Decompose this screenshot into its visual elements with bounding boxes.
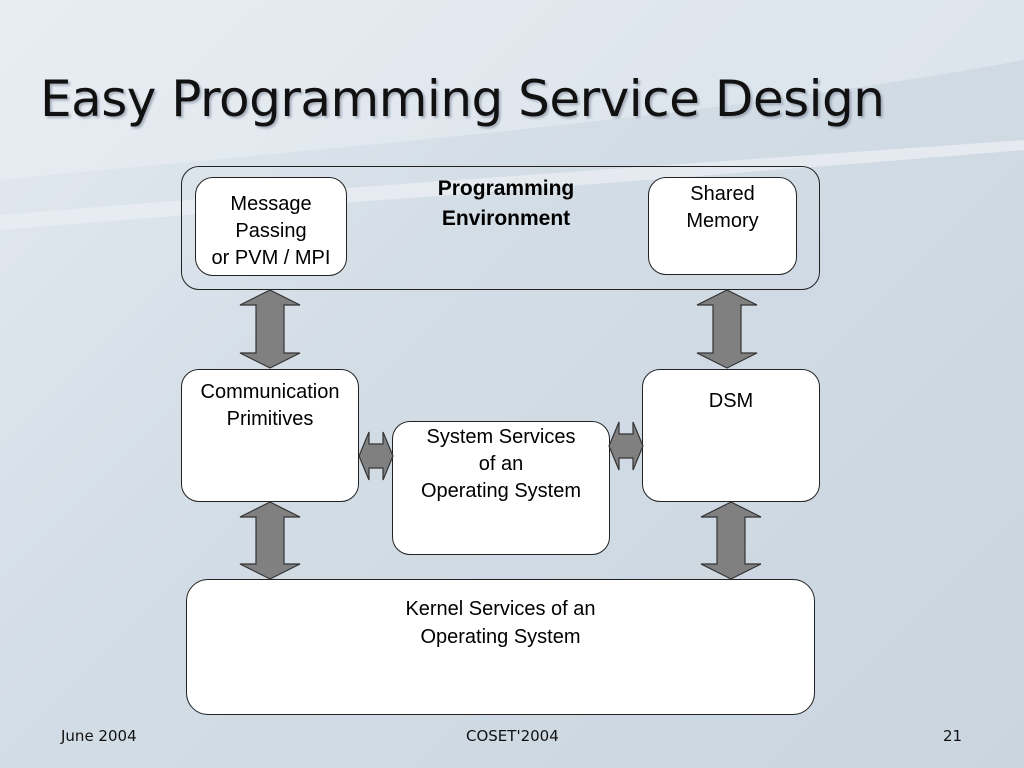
communication-primitives-box: Communication Primitives [181,369,359,502]
programming-environment-box [181,166,820,290]
footer-date: June 2004 [61,727,137,745]
dsm-box: DSM [642,369,820,502]
footer-page-number: 21 [943,727,963,745]
slide-title: Easy Programming Service Design [40,70,885,128]
kernel-services-box: Kernel Services of an Operating System [186,579,815,715]
system-services-box: System Services of an Operating System [392,421,610,555]
message-passing-box: Message Passing or PVM / MPI [195,177,347,276]
shared-memory-box: Shared Memory [648,177,797,275]
footer-event: COSET'2004 [466,727,559,745]
programming-environment-label: Programming Environment [437,177,575,230]
